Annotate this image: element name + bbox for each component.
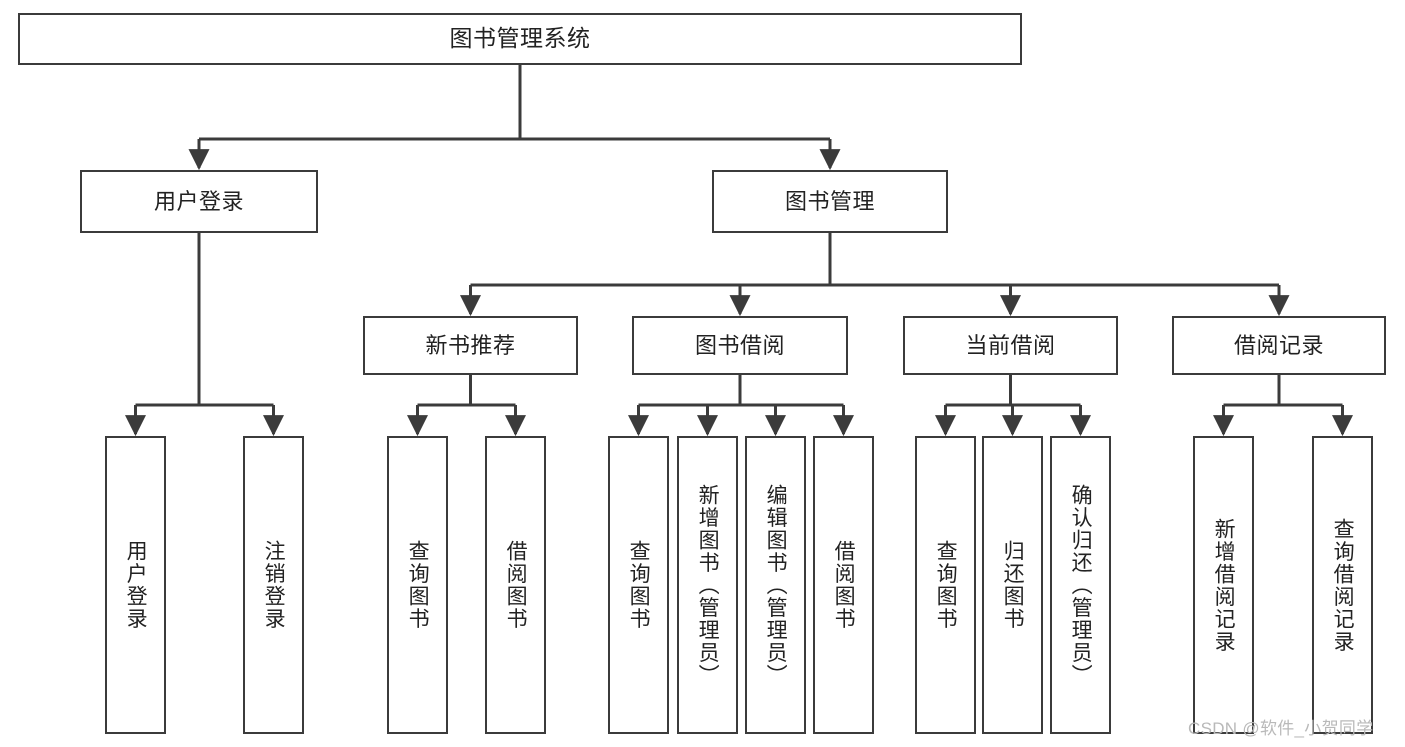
node-label: 借阅图书 <box>832 540 856 630</box>
node-label: 图书管理 <box>784 188 875 214</box>
node-label: 用户登录 <box>124 540 148 630</box>
node-leaf-query-3[interactable]: 查询图书 <box>915 436 976 734</box>
node-label: 编辑图书（管理员） <box>764 483 788 687</box>
node-leaf-logout[interactable]: 注销登录 <box>243 436 304 734</box>
node-label: 查询图书 <box>406 540 430 630</box>
node-label: 归还图书 <box>1001 540 1025 630</box>
node-label: 查询图书 <box>934 540 958 630</box>
node-leaf-user-login[interactable]: 用户登录 <box>105 436 166 734</box>
node-user-login[interactable]: 用户登录 <box>80 170 318 233</box>
node-label: 图书管理系统 <box>449 25 591 52</box>
node-current-borrow[interactable]: 当前借阅 <box>903 316 1118 375</box>
node-label: 新增借阅记录 <box>1212 517 1236 653</box>
node-root[interactable]: 图书管理系统 <box>18 13 1022 65</box>
watermark: CSDN @软件_小贺同学 <box>1188 719 1374 738</box>
node-label: 图书借阅 <box>694 332 785 358</box>
node-label: 查询借阅记录 <box>1331 517 1355 653</box>
node-book-manage[interactable]: 图书管理 <box>712 170 948 233</box>
node-label: 注销登录 <box>262 540 286 630</box>
node-borrow-record[interactable]: 借阅记录 <box>1172 316 1386 375</box>
node-leaf-return[interactable]: 归还图书 <box>982 436 1043 734</box>
node-new-book-rec[interactable]: 新书推荐 <box>363 316 578 375</box>
node-book-borrow[interactable]: 图书借阅 <box>632 316 848 375</box>
node-leaf-query-rec[interactable]: 查询借阅记录 <box>1312 436 1373 734</box>
node-label: 借阅图书 <box>504 540 528 630</box>
node-label: 查询图书 <box>627 540 651 630</box>
node-label: 用户登录 <box>153 188 244 214</box>
node-label: 新书推荐 <box>425 332 516 358</box>
node-label: 借阅记录 <box>1233 332 1324 358</box>
node-leaf-add-book[interactable]: 新增图书（管理员） <box>677 436 738 734</box>
node-leaf-query-1[interactable]: 查询图书 <box>387 436 448 734</box>
node-label: 新增图书（管理员） <box>696 483 720 687</box>
node-leaf-borrow-1[interactable]: 借阅图书 <box>485 436 546 734</box>
node-label: 确认归还（管理员） <box>1069 483 1093 687</box>
node-leaf-query-2[interactable]: 查询图书 <box>608 436 669 734</box>
node-leaf-add-rec[interactable]: 新增借阅记录 <box>1193 436 1254 734</box>
node-leaf-edit-book[interactable]: 编辑图书（管理员） <box>745 436 806 734</box>
node-leaf-borrow-2[interactable]: 借阅图书 <box>813 436 874 734</box>
node-leaf-confirm[interactable]: 确认归还（管理员） <box>1050 436 1111 734</box>
node-label: 当前借阅 <box>965 332 1056 358</box>
